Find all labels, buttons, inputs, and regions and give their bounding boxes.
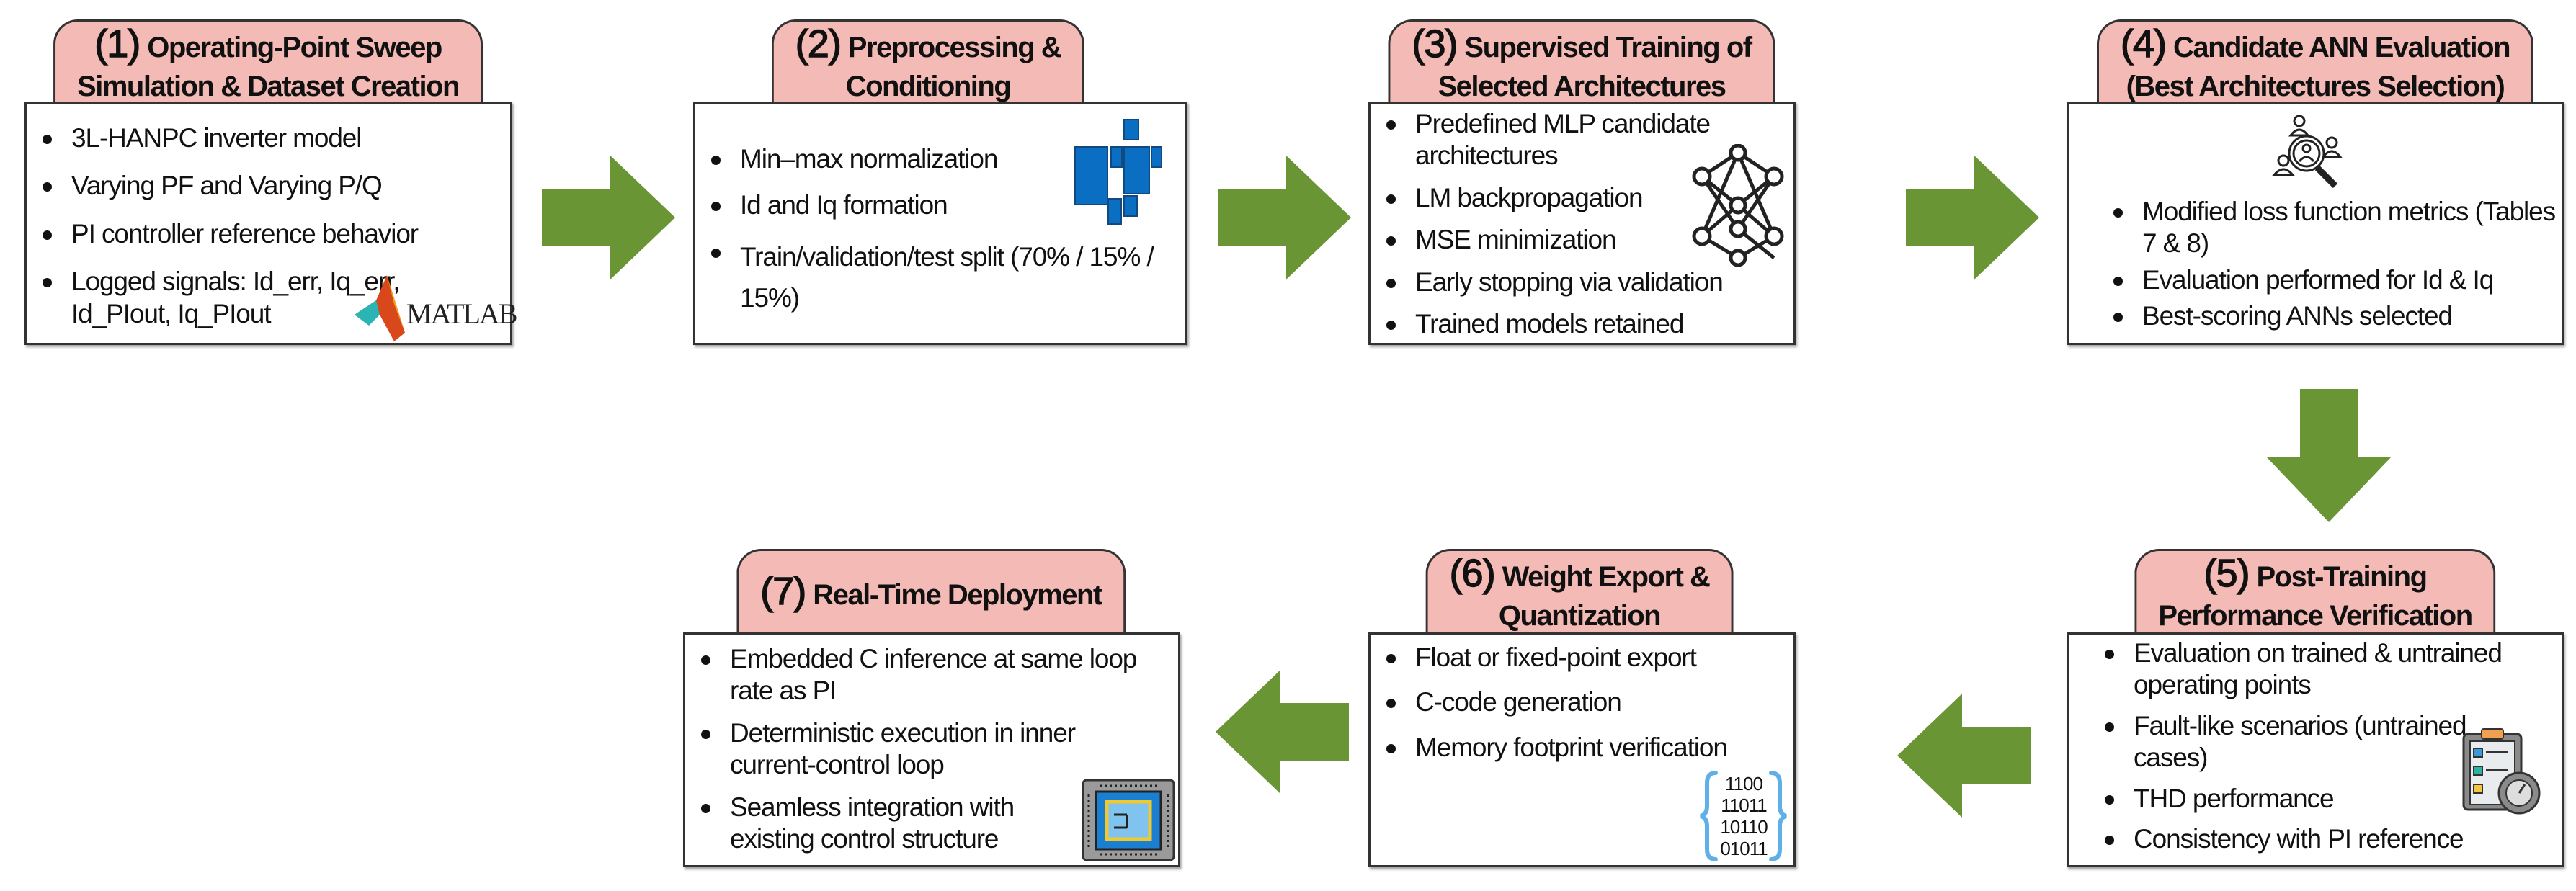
bullet: Memory footprint verification: [1371, 732, 1793, 764]
arrow-right-3-to-4: [1906, 156, 2039, 279]
candidate-search-icon: [2271, 115, 2343, 189]
bullet: Early stopping via validation: [1371, 267, 1788, 298]
step-7-title-line1: (7)Real-Time Deployment: [760, 569, 1103, 614]
bullet: Predefined MLP candidate architectures: [1371, 108, 1788, 172]
step-6-box: Float or fixed-point export C-code gener…: [1368, 632, 1796, 867]
brace-left: [1700, 771, 1718, 861]
step-3-bullets: Predefined MLP candidate architectures L…: [1371, 104, 1793, 340]
bullet: Best-scoring ANNs selected: [2098, 300, 2556, 332]
step-2-title-line2: Conditioning: [845, 71, 1012, 103]
bullet: Fault-like scenarios (untrained cases): [2089, 710, 2557, 774]
binary-line: 01011: [1720, 838, 1768, 859]
step-2-header: (2)Preprocessing & Conditioning: [771, 19, 1085, 103]
arrow-right-1-to-2: [542, 156, 675, 279]
step-1-title-line2: Simulation & Dataset Creation: [77, 71, 460, 103]
step-3-title-line1: (3)Supervised Training of: [1412, 22, 1752, 66]
microchip-icon: [1082, 779, 1175, 861]
step-6-title-line1: (6)Weight Export &: [1449, 551, 1711, 596]
step-6-title-line2: Quantization: [1498, 600, 1662, 632]
bullet: Deterministic execution in inner current…: [685, 717, 1164, 782]
bullet: Embedded C inference at same loop rate a…: [685, 643, 1164, 707]
scattered-blocks-icon: [1074, 119, 1162, 225]
bullet: MSE minimization: [1371, 224, 1788, 256]
bullet: Seamless integration with existing contr…: [685, 792, 1164, 856]
step-1-header: (1)Operating-Point Sweep Simulation & Da…: [53, 19, 483, 103]
checklist-gauge-icon: [2462, 728, 2541, 815]
bullet: Id and Iq formation: [695, 189, 1185, 221]
bullet: Varying PF and Varying P/Q: [27, 170, 500, 202]
step-2-bullets: Min–max normalization Id and Iq formatio…: [695, 104, 1185, 318]
step-5-bullets: Evaluation on trained & untrained operat…: [2069, 635, 2562, 855]
matlab-logo: MATLAB: [355, 275, 517, 341]
bullet: C-code generation: [1371, 686, 1793, 718]
step-2-title-line1: (2)Preprocessing &: [795, 22, 1062, 66]
bullet: Evaluation on trained & untrained operat…: [2089, 637, 2557, 702]
step-6-header: (6)Weight Export & Quantization: [1425, 549, 1734, 632]
step-7-header: (7)Real-Time Deployment: [736, 549, 1126, 632]
step-4-box: Modified loss function metrics (Tables 7…: [2067, 102, 2564, 345]
bullet: Train/validation/test split (70% / 15% /…: [695, 236, 1185, 319]
binary-line: 10110: [1720, 816, 1768, 838]
step-3-title-line2: Selected Architectures: [1438, 71, 1726, 103]
bullet: Float or fixed-point export: [1371, 642, 1793, 673]
bullet: THD performance: [2089, 783, 2557, 815]
bullet: Consistency with PI reference: [2089, 823, 2557, 855]
arrow-down-4-to-5: [2267, 389, 2391, 522]
neural-network-icon: [1692, 144, 1784, 267]
bullet: Trained models retained: [1371, 308, 1788, 340]
step-3-header: (3)Supervised Training of Selected Archi…: [1388, 19, 1775, 103]
step-5-header: (5)Post-Training Performance Verificatio…: [2134, 549, 2496, 632]
step-1-bullets: 3L-HANPC inverter model Varying PF and V…: [27, 104, 510, 330]
bullet: Modified loss function metrics (Tables 7…: [2098, 196, 2556, 260]
step-4-bullets: Modified loss function metrics (Tables 7…: [2098, 196, 2556, 333]
step-5-title-line2: Performance Verification: [2158, 600, 2473, 632]
step-4-title-line1: (4)Candidate ANN Evaluation: [2120, 22, 2510, 66]
bullet: Min–max normalization: [695, 143, 1185, 175]
step-3-box: Predefined MLP candidate architectures L…: [1368, 102, 1796, 345]
step-4-header: (4)Candidate ANN Evaluation (Best Archit…: [2096, 19, 2534, 103]
step-1-title-line1: (1)Operating-Point Sweep: [94, 22, 442, 66]
step-5-title-line1: (5)Post-Training: [2203, 551, 2428, 596]
bullet: PI controller reference behavior: [27, 218, 500, 250]
binary-line: 1100: [1725, 773, 1763, 794]
arrow-right-2-to-3: [1218, 156, 1351, 279]
brace-right: [1769, 771, 1787, 861]
step-4-title-line2: (Best Architectures Selection): [2126, 71, 2505, 103]
step-2-box: Min–max normalization Id and Iq formatio…: [693, 102, 1187, 345]
bullet: 3L-HANPC inverter model: [27, 122, 500, 154]
step-1-box: 3L-HANPC inverter model Varying PF and V…: [24, 102, 517, 345]
arrow-left-6-to-7: [1216, 670, 1349, 794]
bullet: Evaluation performed for Id & Iq: [2098, 264, 2556, 296]
bullet: Logged signals: Id_err, Iq_err, Id_PIout…: [27, 266, 500, 330]
binary-line: 11011: [1721, 794, 1767, 816]
step-7-bullets: Embedded C inference at same loop rate a…: [685, 635, 1178, 855]
step-5-box: Evaluation on trained & untrained operat…: [2067, 632, 2564, 867]
binary-code-icon: 1100 11011 10110 01011: [1698, 770, 1788, 862]
arrow-left-5-to-6: [1897, 694, 2031, 818]
step-7-box: Embedded C inference at same loop rate a…: [683, 632, 1180, 867]
step-6-bullets: Float or fixed-point export C-code gener…: [1371, 635, 1793, 764]
bullet: LM backpropagation: [1371, 182, 1788, 214]
